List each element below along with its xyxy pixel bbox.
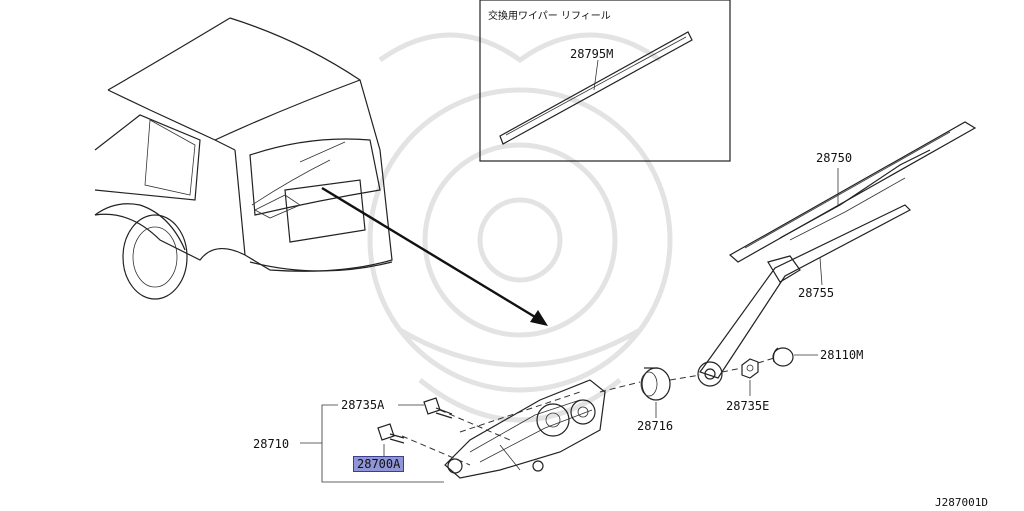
part-label-28795M[interactable]: 28795M (570, 47, 614, 61)
pivot-cap (772, 347, 794, 367)
inset-caption: 交換用ワイパー リフィール (488, 11, 611, 22)
bolt-lower (377, 423, 405, 444)
part-label-28735E[interactable]: 28735E (726, 399, 770, 413)
leader-28795M (593, 59, 599, 91)
nut (741, 358, 759, 379)
wiper-blade (728, 121, 977, 263)
leader-28755 (819, 257, 823, 286)
vehicle-rear-view (94, 17, 393, 300)
part-label-28735A[interactable]: 28735A (341, 398, 385, 412)
part-label-28750[interactable]: 28750 (816, 151, 853, 165)
wiper-refill (499, 31, 693, 145)
part-label-28755[interactable]: 28755 (798, 286, 835, 300)
part-label-28700A-highlighted[interactable]: 28700A (353, 456, 405, 472)
part-label-28716[interactable]: 28716 (637, 419, 674, 433)
figure-id: J287001D (935, 496, 988, 509)
bolt-upper (423, 397, 453, 419)
inset-box (479, 0, 731, 162)
wiper-arm (697, 204, 911, 387)
watermark-emblem (367, 32, 673, 423)
wiper-motor (444, 379, 606, 479)
bracket-28710 (300, 404, 444, 483)
direction-arrow (321, 186, 548, 326)
part-label-28710[interactable]: 28710 (253, 437, 290, 451)
part-label-28110M[interactable]: 28110M (820, 348, 864, 362)
grommet (640, 367, 671, 401)
